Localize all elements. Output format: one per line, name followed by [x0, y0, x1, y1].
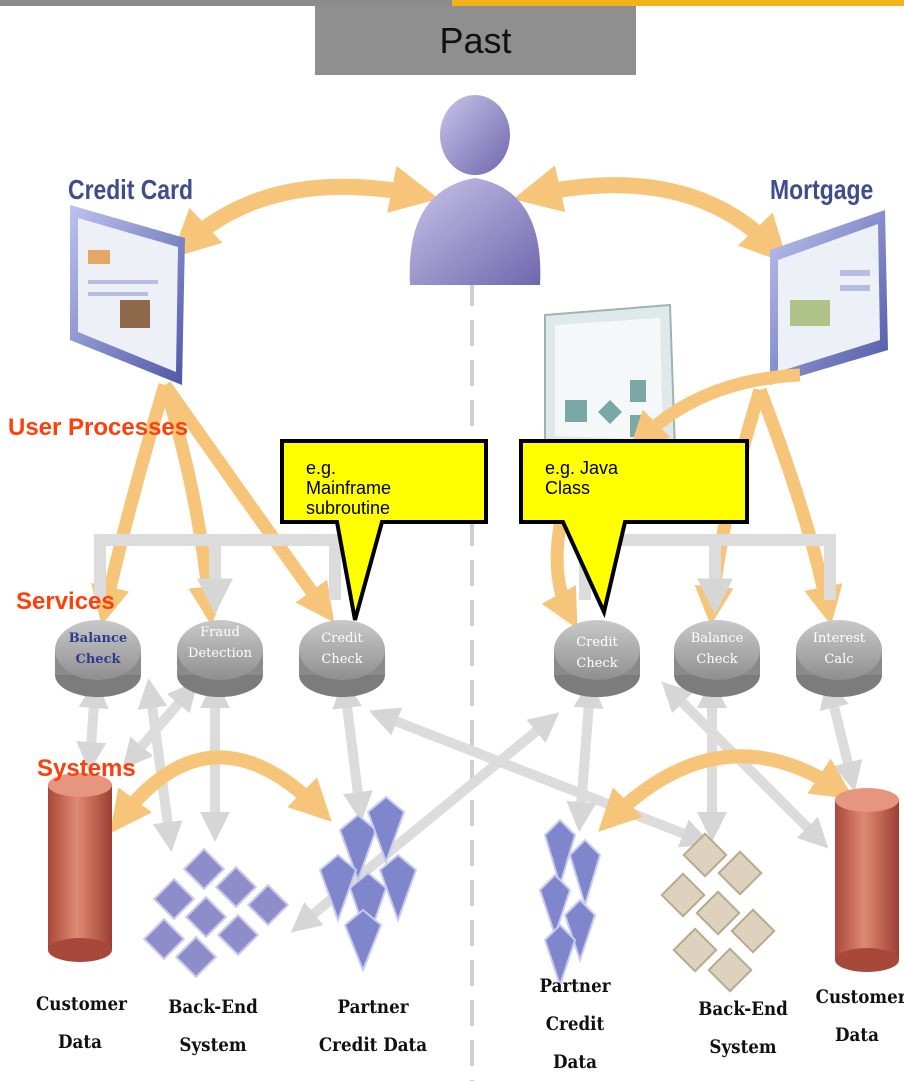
arrow-cc-credit [159, 381, 335, 623]
services-label: Services [16, 588, 115, 615]
top-bar-gray [0, 0, 452, 6]
arrow-person-creditcard [171, 165, 439, 259]
callout-java [519, 439, 749, 619]
credit-card-screen [70, 205, 185, 385]
user-person-icon [409, 95, 541, 285]
arrow-cc-balance [91, 383, 172, 626]
mortgage-screen [770, 210, 888, 385]
user-processes-label: User Processes [8, 414, 189, 441]
partner-credit-pyramids-left [318, 795, 418, 973]
service-disks [55, 620, 882, 697]
partner-credit-pyramids-right [538, 818, 602, 989]
callout-mainframe [280, 439, 488, 621]
arrow-person-mortgage [513, 165, 789, 264]
credit-card-title: Credit Card [68, 174, 194, 205]
arrow-mtg-flow [628, 368, 801, 452]
page-title: Past [315, 6, 636, 75]
service-bus-left [94, 534, 341, 600]
arrow-mtg-interest [753, 387, 843, 626]
arc-left-systems [109, 750, 332, 834]
backend-cubes-left [142, 847, 290, 979]
callout-mainframe-text: e.g. Mainframe subroutine [306, 458, 392, 518]
backend-cubes-right [660, 832, 776, 993]
systems-label: Systems [37, 755, 136, 782]
customer-data-cylinder-left [48, 773, 112, 962]
callout-java-text: e.g. Java Class [545, 458, 619, 498]
customer-data-cylinder-right [835, 788, 899, 972]
mortgage-title: Mortgage [770, 174, 874, 205]
arc-right-systems [598, 749, 854, 832]
top-bar-orange [452, 0, 904, 6]
